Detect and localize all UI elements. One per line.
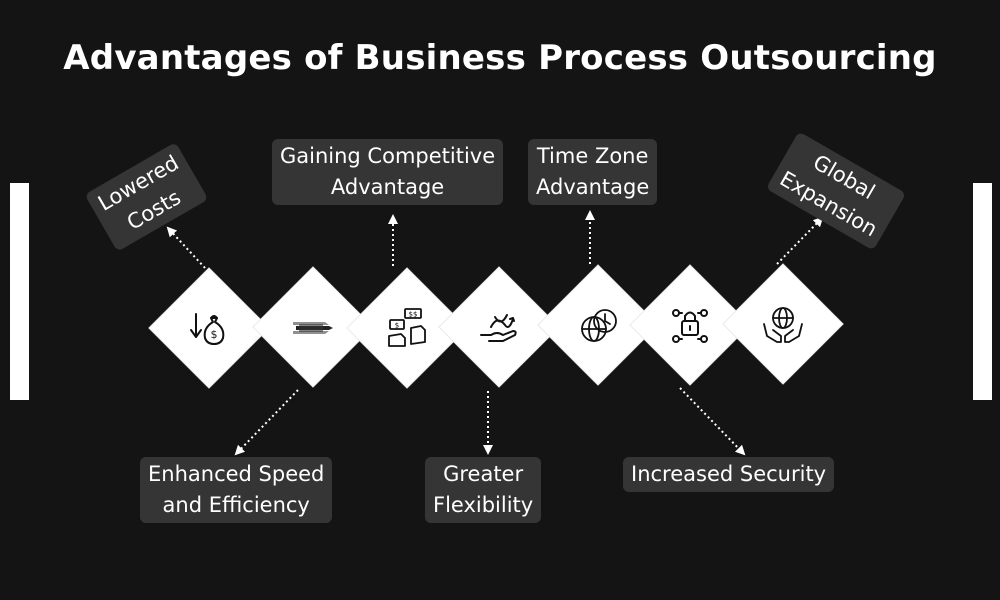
label-time-zone: Time Zone Advantage <box>528 139 658 205</box>
label-line: Advantage <box>536 175 650 199</box>
right-decorative-bar <box>973 183 992 400</box>
svg-text:$$: $$ <box>409 311 418 319</box>
label-line: Flexibility <box>433 493 534 517</box>
speed-lines-icon <box>293 322 333 334</box>
label-line: Enhanced Speed <box>148 462 325 486</box>
globe-hands-icon <box>763 307 803 343</box>
flexible-hand-icon <box>480 314 517 342</box>
label-enhanced-speed: Enhanced Speed and Efficiency <box>140 457 333 523</box>
money-bag-down-icon: $ <box>190 313 225 345</box>
connector-enhanced-speed <box>234 389 299 456</box>
label-line: Increased Security <box>631 462 827 486</box>
label-competitive-advantage: Gaining Competitive Advantage <box>272 139 504 205</box>
label-increased-security: Increased Security <box>623 457 835 492</box>
connector-global-expansion <box>776 216 824 265</box>
connector-lowered-costs <box>166 226 206 269</box>
connector-increased-security <box>679 387 746 456</box>
label-line: Greater <box>443 462 524 486</box>
svg-text:$: $ <box>395 322 399 330</box>
label-line: Advantage <box>330 175 445 199</box>
left-decorative-bar <box>10 183 29 400</box>
svg-text:$: $ <box>211 328 218 341</box>
security-lock-icon <box>672 309 708 343</box>
label-line: Time Zone <box>536 144 649 168</box>
label-line: Gaining Competitive <box>280 144 496 168</box>
diagram-title: Advantages of Business Process Outsourci… <box>63 38 937 78</box>
dollar-exchange-icon: $$ $ <box>388 308 426 347</box>
label-line: and Efficiency <box>162 493 310 517</box>
label-greater-flexibility: Greater Flexibility <box>425 457 542 523</box>
globe-clock-icon <box>581 309 617 342</box>
